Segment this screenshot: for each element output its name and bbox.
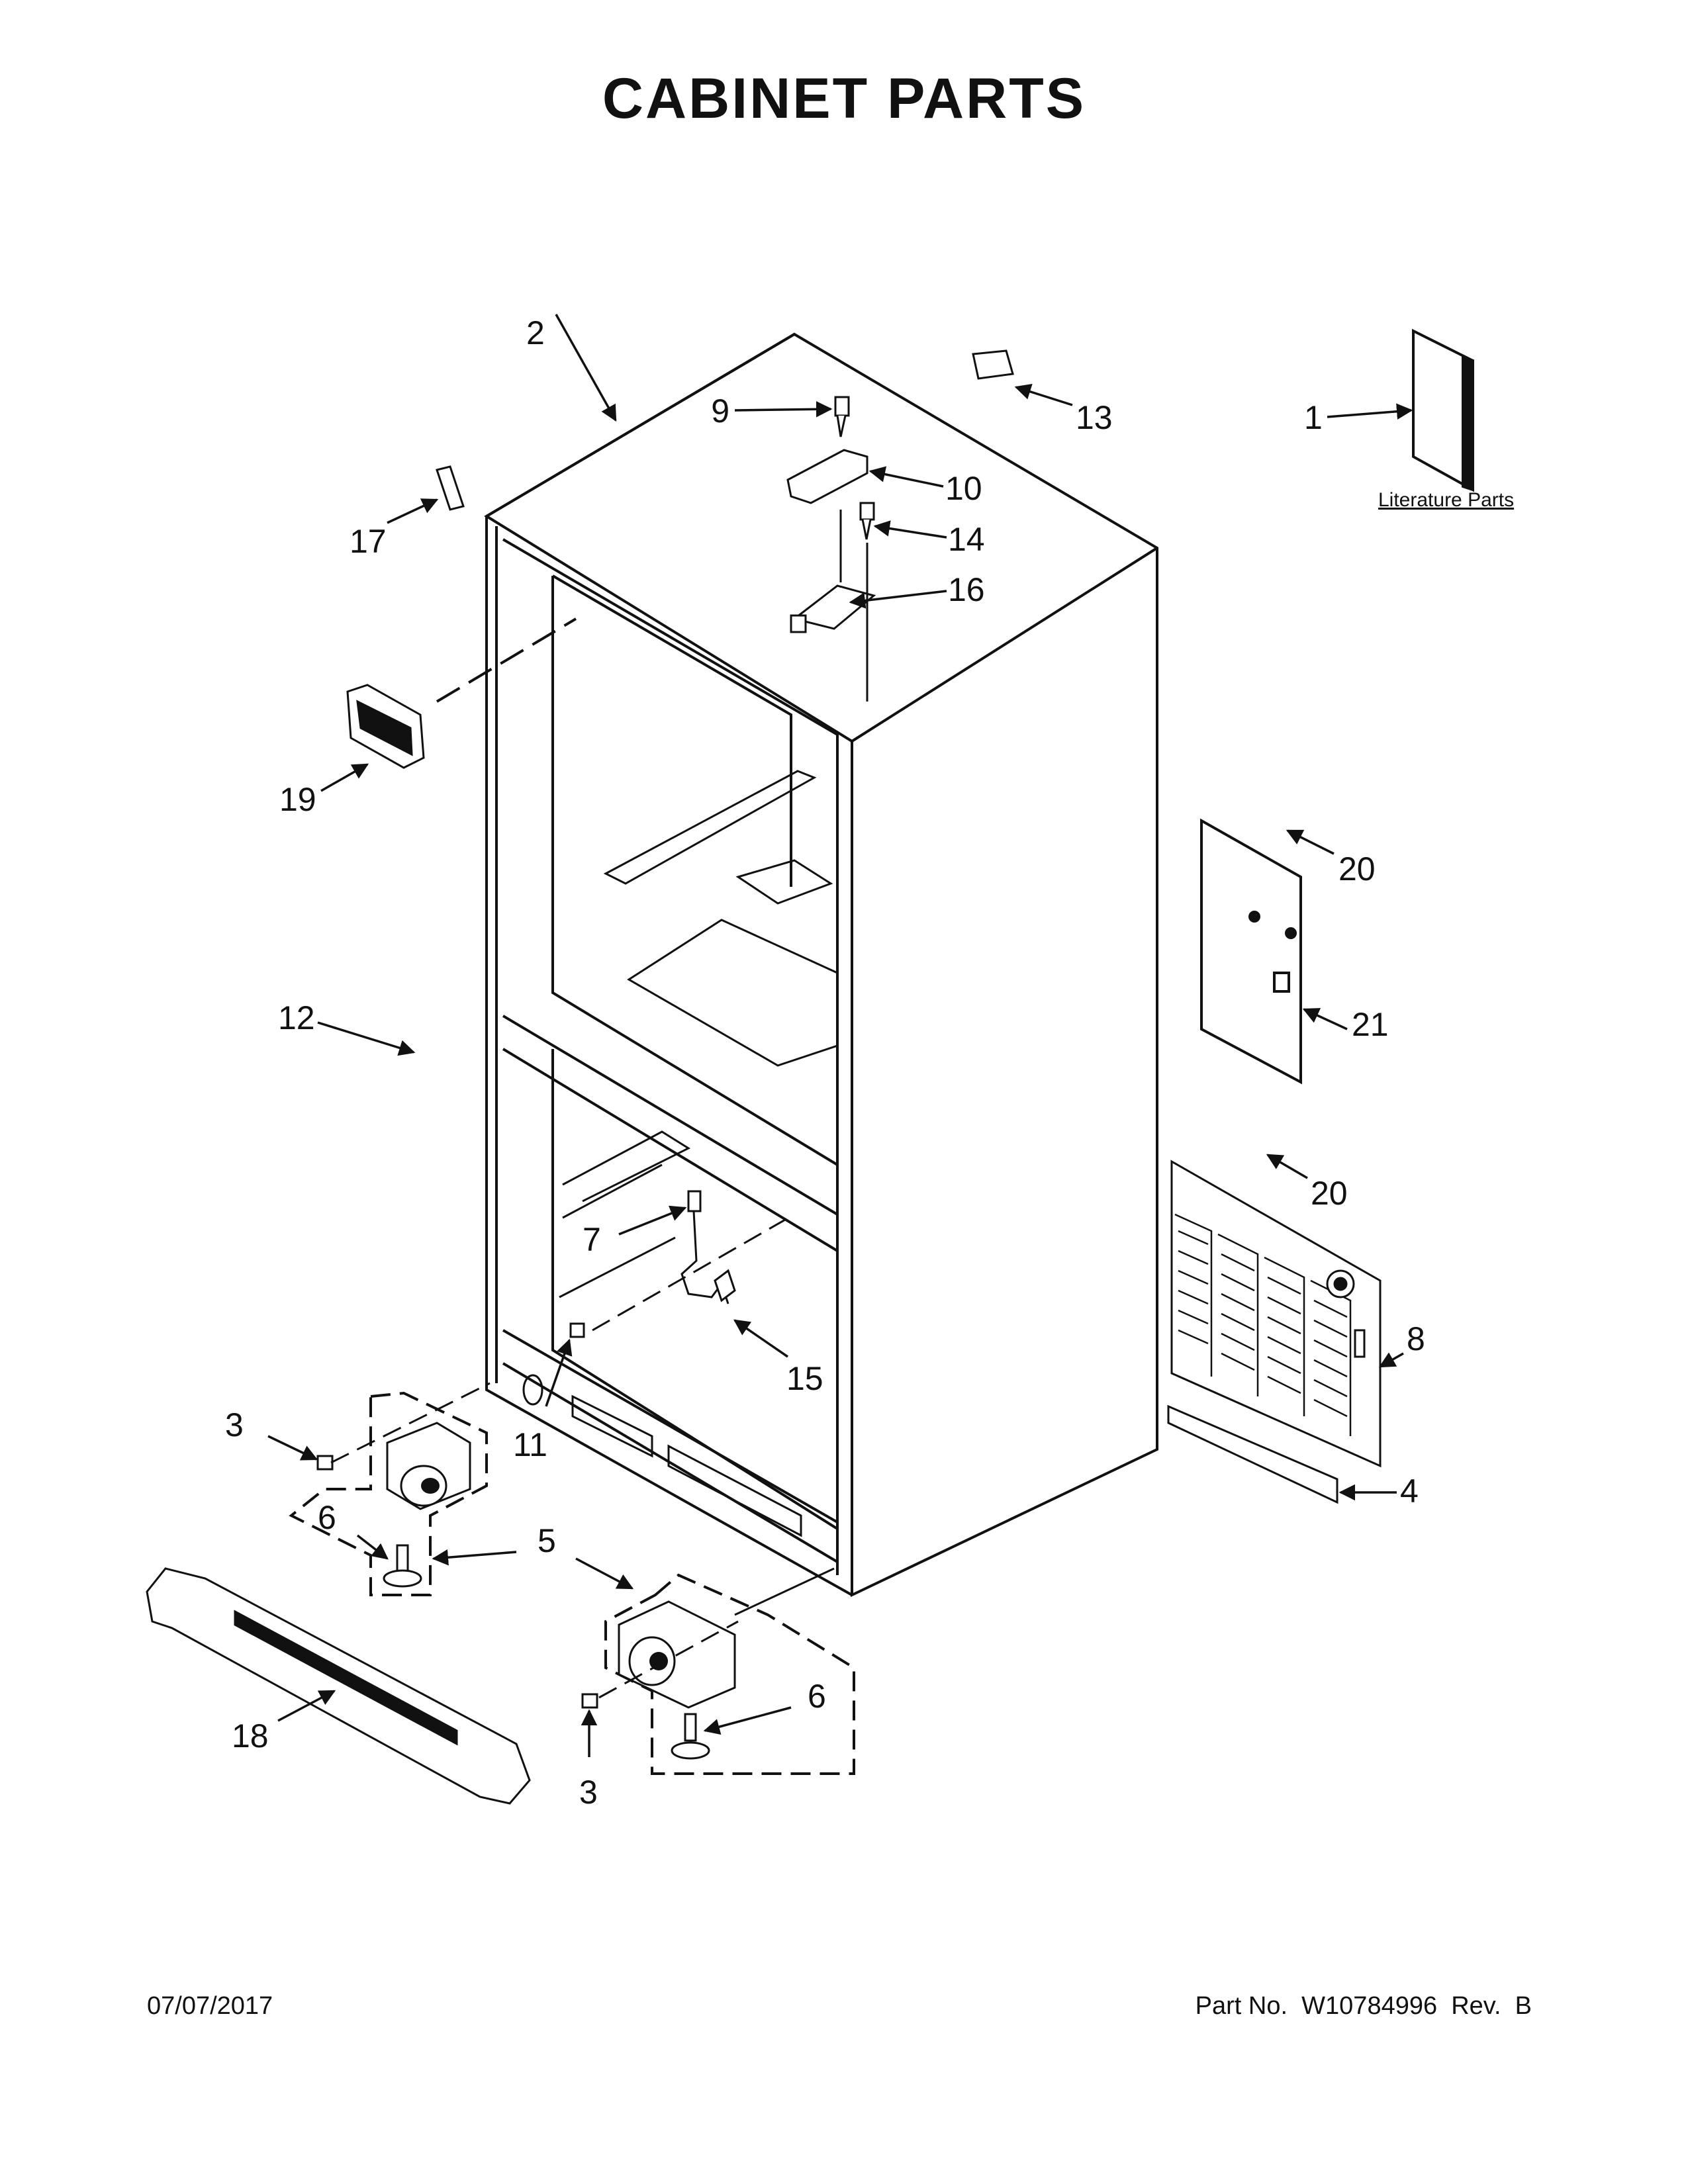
callout-3-left: 3	[225, 1406, 244, 1443]
part-clip-17	[436, 465, 465, 511]
part-literature-1	[1412, 328, 1474, 492]
callout-10: 10	[945, 470, 982, 507]
page-title: CABINET PARTS	[602, 67, 1086, 130]
callout-19: 19	[279, 781, 316, 818]
callout-16: 16	[948, 571, 985, 608]
part-water-assembly	[569, 1190, 736, 1338]
part-rear-grille-8	[1170, 1160, 1382, 1468]
callout-17: 17	[350, 523, 387, 560]
callout-1: 1	[1304, 399, 1323, 436]
left-roller-assembly	[289, 1382, 491, 1596]
callout-21: 21	[1352, 1006, 1389, 1043]
callout-18: 18	[232, 1717, 269, 1754]
leader-lines	[267, 314, 1413, 1757]
callout-6-right: 6	[808, 1678, 826, 1715]
callout-5: 5	[538, 1522, 556, 1559]
part-label-13	[972, 349, 1014, 380]
callout-14: 14	[948, 521, 985, 558]
callout-2: 2	[526, 314, 545, 351]
callout-3-right: 3	[579, 1774, 598, 1811]
part-base-grille-18	[146, 1567, 531, 1805]
callout-numbers: 1 2 9 13 10 14 16 17 19 20 21 12 20 8 4 …	[225, 314, 1425, 1811]
part-access-panel-21	[1200, 818, 1302, 1085]
callout-9: 9	[711, 392, 729, 430]
part-light-cover-19	[346, 684, 425, 769]
callout-4: 4	[1400, 1473, 1419, 1510]
footer-part-number: Part No. W10784996 Rev. B	[1195, 1992, 1532, 2020]
cabinet-shell	[484, 332, 1158, 1598]
callout-8: 8	[1407, 1320, 1425, 1357]
callout-6-left: 6	[318, 1499, 336, 1536]
grille-vents	[1174, 1213, 1352, 1436]
part-seal-4	[1167, 1404, 1338, 1504]
callout-13: 13	[1076, 399, 1113, 436]
literature-parts-label: Literature Parts	[1378, 489, 1514, 511]
callout-20-top: 20	[1338, 850, 1376, 887]
callout-12: 12	[278, 999, 315, 1036]
callout-15: 15	[786, 1360, 823, 1397]
callout-11: 11	[513, 1426, 547, 1463]
right-roller-assembly	[581, 1567, 855, 1775]
callout-20-bottom: 20	[1311, 1175, 1348, 1212]
interior-details	[522, 770, 839, 1537]
callout-7: 7	[583, 1221, 601, 1258]
footer-date: 07/07/2017	[147, 1992, 273, 2020]
